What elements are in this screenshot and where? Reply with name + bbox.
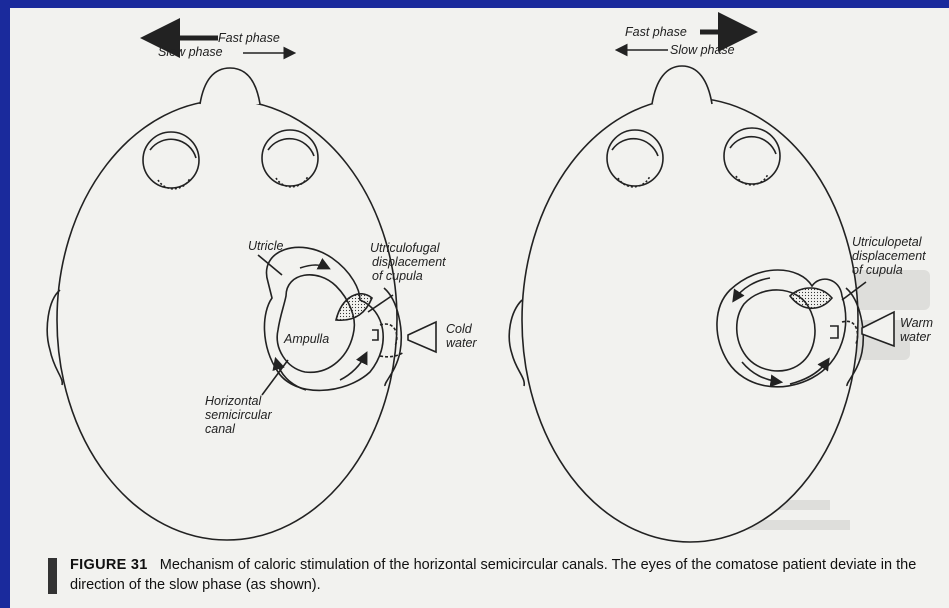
right-fast-phase-label: Fast phase — [625, 25, 687, 39]
left-slow-phase-label: Slow phase — [158, 45, 223, 59]
right-displacement-label-3: of cupula — [852, 263, 903, 277]
left-utricle-label: Utricle — [248, 239, 283, 253]
left-head — [47, 68, 436, 540]
right-displacement-label-1: Utriculopetal — [852, 235, 923, 249]
right-head — [509, 66, 894, 542]
left-displacement-label-3: of cupula — [372, 269, 423, 283]
left-displacement-label-1: Utriculofugal — [370, 241, 441, 255]
caption-marker — [48, 558, 57, 594]
left-water-label-1: Cold — [446, 322, 473, 336]
left-nose — [200, 68, 260, 104]
right-water-label-1: Warm — [900, 316, 933, 330]
left-fast-phase-label: Fast phase — [218, 31, 280, 45]
figure-label: FIGURE 31 — [70, 557, 148, 573]
left-ampulla-label: Ampulla — [283, 332, 329, 346]
left-eye-left — [143, 132, 199, 188]
right-slow-phase-label: Slow phase — [670, 43, 735, 57]
left-water-funnel — [408, 322, 436, 352]
left-water-label-2: water — [446, 336, 477, 350]
left-canal-label-3: canal — [205, 422, 236, 436]
figure-caption: FIGURE 31 Mechanism of caloric stimulati… — [70, 555, 940, 595]
left-canal-label-1: Horizontal — [205, 394, 262, 408]
right-water-label-2: water — [900, 330, 931, 344]
right-displacement-label-2: displacement — [852, 249, 926, 263]
left-displacement-label-2: displacement — [372, 255, 446, 269]
left-canal-label-2: semicircular — [205, 408, 273, 422]
caption-text: Mechanism of caloric stimulation of the … — [70, 557, 916, 593]
right-nose — [652, 66, 712, 104]
